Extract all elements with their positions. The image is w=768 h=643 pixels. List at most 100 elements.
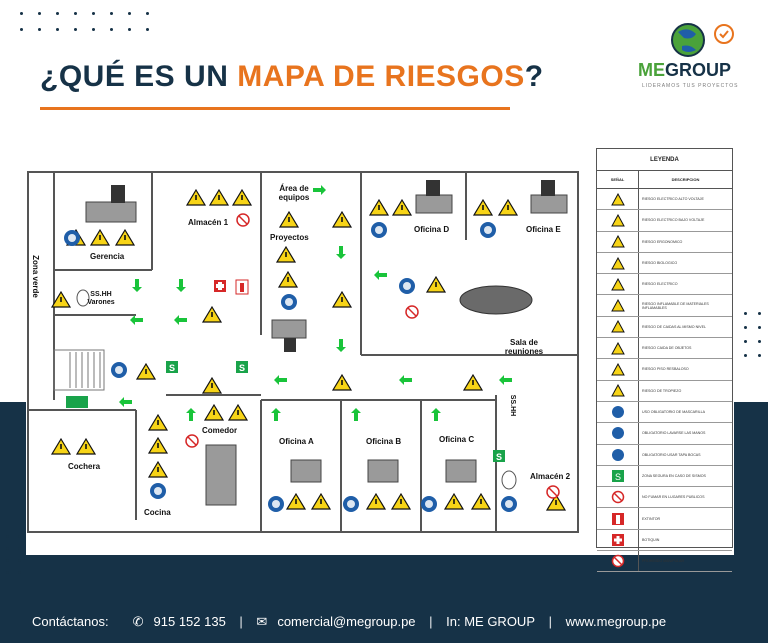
warning-slip-icon <box>597 359 639 380</box>
legend-row: RIESGO CAIDA DE OBJETOS <box>597 338 732 360</box>
logo-tagline: LIDERAMOS TUS PROYECTOS <box>642 83 739 89</box>
room-label-cochera: Cochera <box>68 462 101 471</box>
legend-description: RIESGO CAIDA DE OBJETOS <box>642 346 692 351</box>
email-link[interactable]: comercial@megroup.pe <box>277 614 416 629</box>
website-link[interactable]: www.megroup.pe <box>565 614 667 629</box>
dot-grid-top-left <box>20 12 149 31</box>
room-label-sshh: SS.HH <box>509 394 517 417</box>
legend-title: LEYENDA <box>597 149 732 171</box>
legend-description: RIESGO INFLAMABLE DE MATERIALES INFLAMAB… <box>642 301 709 310</box>
legend-description: OBLIGATORIO LAVARSE LAS MANOS <box>642 431 706 436</box>
room-label-oficina-b: Oficina B <box>366 437 402 446</box>
room-label-zona-verde: Zona verde <box>30 255 40 298</box>
legend-description: ZONA SEGURA EN CASO DE SISMOS <box>642 473 706 478</box>
contact-footer: Contáctanos: ✆ 915 152 135 | ✉ comercial… <box>0 600 768 643</box>
legend-description: RIESGO ELECTRICO <box>642 282 678 287</box>
logo-text: MEGROUP <box>638 60 732 80</box>
mandatory-blue-icon <box>597 401 639 423</box>
linkedin-link[interactable]: In: ME GROUP <box>446 614 535 629</box>
legend-description: RIESGO ERGONOMICO <box>642 239 683 244</box>
legend-row: EXTINTOR <box>597 508 732 530</box>
legend-row: OBLIGATORIO USAR TAPA BOCAS <box>597 444 732 466</box>
company-logo[interactable]: MEGROUP LIDERAMOS TUS PROYECTOS <box>638 20 748 100</box>
separator: | <box>235 614 247 629</box>
legend-row: RIESGO DE TROPIEZO <box>597 380 732 402</box>
room-label-almacen2: Almacén 2 <box>530 472 571 481</box>
legend-row: RIESGO INFLAMABLE DE MATERIALES INFLAMAB… <box>597 295 732 317</box>
legend-table: LEYENDA SEÑAL DESCRIPCION RIESGO ELECTRI… <box>596 148 733 573</box>
warning-electric-icon <box>597 189 639 210</box>
legend-description: RIESGO DE CAIDAS AL MISMO NIVEL <box>642 324 706 329</box>
extinguisher-icon <box>597 508 639 529</box>
room-label-almacen1: Almacén 1 <box>188 218 229 227</box>
legend-row: RIESGO ELECTRICO <box>597 274 732 296</box>
warning-trip-icon <box>597 380 639 401</box>
svg-text:S: S <box>614 472 620 482</box>
dot-grid-right <box>744 312 761 357</box>
room-label-area-equipos: Área de equipos <box>278 184 310 203</box>
prohibited-icon <box>597 551 639 572</box>
room-label-sala-reuniones: Sala de reuniones <box>504 338 544 357</box>
legend-row: OBLIGATORIO LAVARSE LAS MANOS <box>597 423 732 445</box>
room-label-proyectos: Proyectos <box>270 233 309 242</box>
warning-flammable-icon <box>597 295 639 316</box>
warning-electric-icon <box>597 210 639 231</box>
email-icon: ✉ <box>256 613 268 629</box>
contact-label: Contáctanos: <box>32 614 109 629</box>
legend-row: USO OBLIGATORIO DE MASCARILLA <box>597 401 732 424</box>
warning-general-icon <box>597 274 639 295</box>
mandatory-blue-icon <box>597 444 639 465</box>
legend-row: RIESGO DE CAIDAS AL MISMO NIVEL <box>597 316 732 339</box>
room-label-sshh-varones: SS.HH Varones <box>87 291 115 307</box>
page-title: ¿QUÉ ES UN MAPA DE RIESGOS? <box>40 60 544 93</box>
floor-plan: S <box>27 171 579 533</box>
warning-slip-icon <box>597 316 639 338</box>
legend-description: RIESGO BIOLOGICO <box>642 260 678 265</box>
mandatory-blue-icon <box>597 423 639 444</box>
warning-falling-icon <box>597 338 639 359</box>
legend-row: RIESGO ERGONOMICO <box>597 231 732 253</box>
room-label-cocina: Cocina <box>144 508 171 517</box>
warning-ergonomic-icon <box>597 231 639 252</box>
first-aid-icon <box>597 529 639 551</box>
phone-number[interactable]: 915 152 135 <box>153 614 226 629</box>
legend-row: NO FUMAR EN LUGARES PUBLICOS <box>597 487 732 509</box>
no-smoking-icon <box>597 487 639 508</box>
legend-row: RIESGO ELECTRICO ALTO VOLTAJE <box>597 189 732 211</box>
separator: | <box>545 614 556 629</box>
evacuation-green-icon: S <box>597 465 639 487</box>
title-underline <box>40 107 510 110</box>
legend-col-desc: DESCRIPCION <box>671 177 700 182</box>
legend-description: USO OBLIGATORIO DE MASCARILLA <box>642 410 705 415</box>
risk-map-card: S <box>26 140 734 573</box>
legend-row: PROHIBIDO MANIPULAR <box>597 551 732 573</box>
legend-description: OBLIGATORIO USAR TAPA BOCAS <box>642 452 701 457</box>
legend-description: BOTIQUIN <box>642 537 660 542</box>
legend-description: RIESGO PISO RESBALOSO <box>642 367 689 372</box>
legend-row: RIESGO PISO RESBALOSO <box>597 359 732 381</box>
phone-icon: ✆ <box>132 613 144 629</box>
separator: | <box>425 614 437 629</box>
legend-rows: RIESGO ELECTRICO ALTO VOLTAJE RIESGO ELEC… <box>597 189 732 573</box>
room-label-oficina-a: Oficina A <box>279 437 314 446</box>
room-label-oficina-c: Oficina C <box>439 435 475 444</box>
room-label-oficina-e: Oficina E <box>526 225 561 234</box>
legend-col-sign: SEÑAL <box>597 171 639 188</box>
legend-description: NO FUMAR EN LUGARES PUBLICOS <box>642 495 705 500</box>
dot-grid-left <box>6 535 21 574</box>
logo-globe-icon <box>671 23 734 57</box>
legend-description: PROHIBIDO MANIPULAR <box>642 559 685 564</box>
legend-row: RIESGO BIOLOGICO <box>597 252 732 275</box>
legend-row: S ZONA SEGURA EN CASO DE SISMOS <box>597 465 732 488</box>
legend-description: RIESGO ELECTRICO BAJO VOLTAJE <box>642 218 705 223</box>
room-label-comedor: Comedor <box>202 426 238 435</box>
room-label-gerencia: Gerencia <box>90 252 125 261</box>
room-label-oficina-d: Oficina D <box>414 225 450 234</box>
warning-biohazard-icon <box>597 252 639 274</box>
legend-row: RIESGO ELECTRICO BAJO VOLTAJE <box>597 210 732 232</box>
legend-description: RIESGO ELECTRICO ALTO VOLTAJE <box>642 197 704 202</box>
legend-description: RIESGO DE TROPIEZO <box>642 388 682 393</box>
legend-description: EXTINTOR <box>642 516 661 521</box>
legend-header: SEÑAL DESCRIPCION <box>597 171 732 189</box>
legend-row: BOTIQUIN <box>597 529 732 552</box>
